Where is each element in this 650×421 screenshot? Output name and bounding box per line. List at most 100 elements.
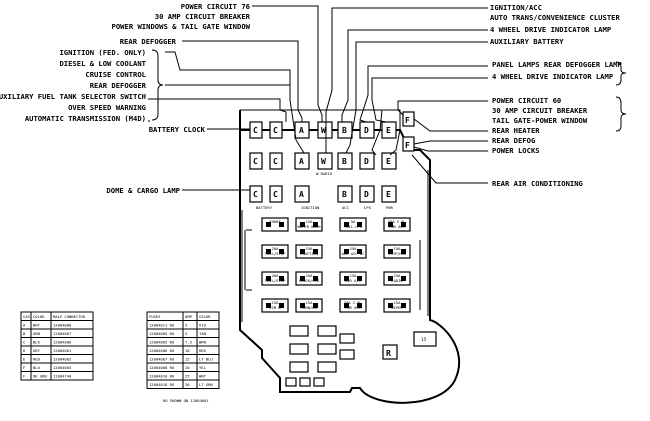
fuse-label-2-0: 5A [351,219,356,224]
legend-left-cell-5-0: E [23,357,26,362]
legend-right-cell-6-0: 12004008 RO [149,365,175,370]
legend-left-cell-2-2: 12004007 [53,331,71,336]
legend-left-cell-1-1: WHT [33,323,41,328]
fuse-label-6-0: 25A [350,246,358,251]
fuse-label-9-0: 25A [306,273,314,278]
fuse-0: SHUNT [261,217,289,232]
fuse-label-0-0: SHUNT [269,219,281,224]
legend-right-cell-2-0: 12004005 RO [149,331,175,336]
conn-r3-3: B [342,190,347,199]
left-labels: POWER CIRCUIT 76 30 AMP CIRCUIT BREAKER … [0,2,251,195]
conn-r3-5: E [386,190,391,199]
lbl-rear-defogger: REAR DEFOGGER [120,37,177,46]
legend-footnote: RO SHOWN ON 12004001 [163,398,209,403]
legend-left-cell-7-1: DK GRN [33,374,47,379]
legend-right-cell-7-0: 12004010 RO [149,374,175,379]
lbl-tail-gate: TAIL GATE-POWER WINDOW [492,116,588,125]
lbl-30amp-cb-2: 30 AMP CIRCUIT BREAKER [492,106,588,115]
lbl-dome-cargo: DOME & CARGO LAMP [106,186,180,195]
conn-r1-4: B [342,126,347,135]
fuse-label-6-1: AIR ACC AC [342,251,365,256]
conn-r2-0: C [253,157,258,166]
conn-r3-1: C [273,190,278,199]
lbl-aux-battery: AUXILIARY BATTERY [490,37,564,46]
lbl-ignition-acc: IGNITION/ACC [490,3,542,12]
lbl-power-locks: POWER LOCKS [492,146,540,155]
conn-r2-5: D [364,157,369,166]
legend-right-cell-2-1: 5 [185,331,187,336]
legend-right-cell-0-1: AMP [185,314,193,319]
battery-label: BATTERY [256,205,273,210]
lbl-rear-defog: REAR DEFOG [492,136,535,145]
legend-left-cell-6-2: 12004003 [53,365,71,370]
fuse-label-4-0: 20A [272,246,280,251]
lbl-4wd-lamp: 4 WHEEL DRIVE INDICATOR LAMP [490,25,612,34]
legend-right-cell-8-1: 30 [185,382,190,387]
legend-left-cell-4-1: GRY [33,348,41,353]
lbl-cruise: CRUISE CONTROL [85,70,146,79]
lbl-rear-heater: REAR HEATER [492,126,540,135]
fuse-label-12-0: 15A [272,300,280,305]
pwr-label: PWR [386,205,394,210]
legend-right-cell-1-1: 3 [185,323,187,328]
legend-left-cell-6-0: F [23,365,26,370]
fuse-label-1-0: 15A [306,219,314,224]
acc-label: ACC [342,205,349,210]
fuse-label-7-1: STOP/HAZ [388,251,407,256]
legend-right-cell-7-1: 25 [185,374,190,379]
conn-r1-5: D [364,126,369,135]
lbl-power-circuit-76: POWER CIRCUIT 76 [181,2,250,11]
fuse-label-8-0: 20A [272,273,280,278]
fuse-label-10-0: 15A [350,273,358,278]
legend-left-cell-4-2: 12004001 [53,348,72,353]
legend-right-cell-3-1: 7.5 [185,340,192,345]
left-brace [151,49,164,121]
fuse-label-15-1: WIPER [391,305,403,310]
connector-f: F F [402,111,415,152]
lbl-over-speed: OVER SPEED WARNING [68,103,146,112]
fuse-label-11-0: 15A [394,273,402,278]
legend-right-cell-3-0: 12004005 RO [149,340,175,345]
radio-label: W RADIO [316,171,333,176]
ignition-label: IGNITION [301,205,320,210]
legend-right-cell-2-2: TAN [199,331,207,336]
legend-left-cell-3-2: 12004006 [53,340,72,345]
legend-right-cell-5-2: LT BLU [199,357,213,362]
lbl-diesel: DIESEL & LOW COOLANT [59,59,146,68]
conn-r1-1: C [273,126,278,135]
legend-left-cell-3-0: C [23,340,25,345]
legend-right-cell-0-0: FUSES [149,314,161,319]
fuse-14: 20A C.B.PWR ACC [339,298,367,313]
legend-left-cell-2-1: GRN [33,331,41,336]
fuse-label-5-0: 15A [306,246,314,251]
fuse-label-13-0: 15A [306,300,314,305]
conn-r2-1: C [273,157,278,166]
legend-right-cell-0-2: COLOR [199,314,211,319]
fuse-label-14-1: PWR ACC [345,305,361,310]
lbl-auto-trans: AUTOMATIC TRANSMISSION (M4D) [25,114,146,123]
relay-15-label: 15 [421,337,427,343]
fuse-label-1-1: WIPER WASH [298,224,322,229]
legend-right-cell-6-1: 20 [185,365,190,370]
conn-r2-2: A [299,157,304,166]
fuse-label-12-1: ECM B [269,305,281,310]
relay-r [382,344,398,360]
relay-r-label: R [386,349,391,358]
legend-right-cell-4-2: RED [199,348,207,353]
fuse-label-3-1: PWR ACC [389,224,405,229]
conn-r1-3: W [321,126,326,135]
fuse-label-15-0: 15A [394,300,402,305]
legend-right-cell-1-0: 12004011 RO [149,323,175,328]
fuse-label-10-1: AIR A/C [345,278,361,283]
lbl-power-circuit-60: POWER CIRCUIT 60 [492,96,561,105]
legend-left-cell-1-0: A [23,323,26,328]
